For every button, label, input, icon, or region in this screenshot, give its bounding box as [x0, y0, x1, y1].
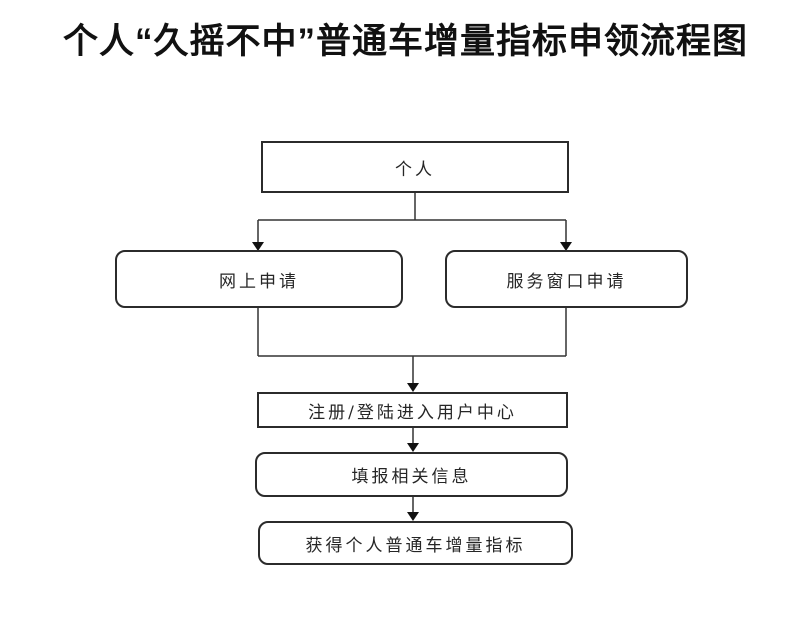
flowchart-title: 个人“久摇不中”普通车增量指标申领流程图	[62, 22, 748, 61]
node-online-apply: 网上申请	[115, 250, 403, 308]
node-register-login: 注册/登陆进入用户中心	[257, 392, 568, 428]
arrowhead-to-fill-icon	[407, 443, 419, 452]
node-obtain-quota: 获得个人普通车增量指标	[258, 521, 573, 565]
arrowhead-to-register-icon	[407, 383, 419, 392]
node-individual: 个人	[261, 141, 569, 193]
node-window-apply: 服务窗口申请	[445, 250, 688, 308]
connector-individual-branch	[257, 193, 567, 243]
connector-merge-to-register	[257, 308, 567, 384]
node-fill-info: 填报相关信息	[255, 452, 568, 497]
arrowhead-to-obtain-icon	[407, 512, 419, 521]
